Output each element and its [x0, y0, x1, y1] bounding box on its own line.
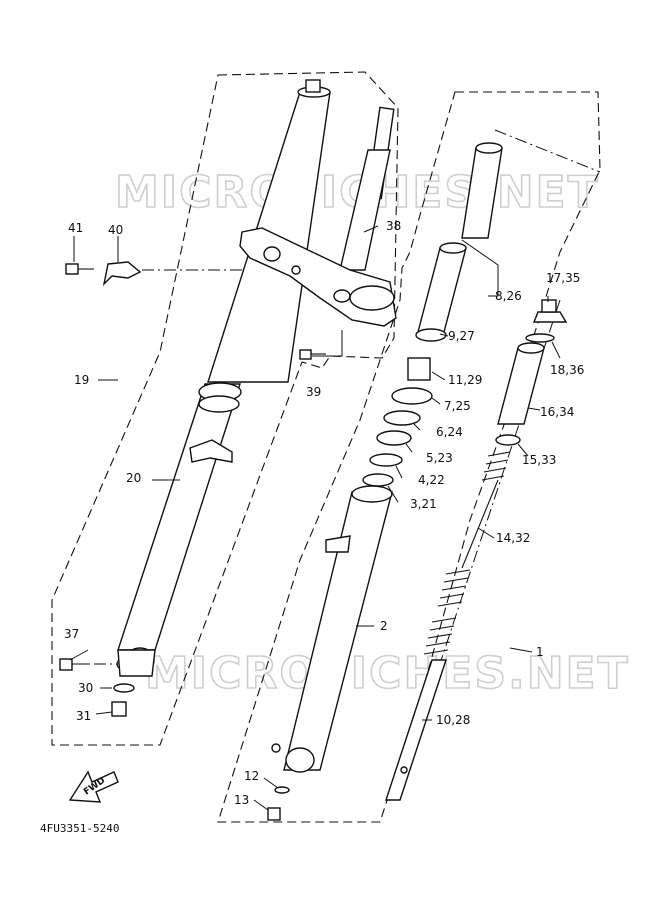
callout-39: 39 — [306, 385, 321, 399]
callout-11-29: 11,29 — [448, 373, 482, 387]
upper-tubes — [415, 142, 503, 342]
bolt-41-head — [65, 263, 79, 275]
callout-16-34: 16,34 — [540, 405, 574, 419]
bolt-37-head — [59, 658, 73, 671]
bolt-31-head — [111, 701, 127, 717]
fork-tube-8-26-top — [475, 142, 503, 154]
seal-stack — [362, 357, 433, 487]
cap-bolt-17-35-hex — [541, 299, 557, 313]
spring-upper-coils — [481, 451, 511, 481]
right-assembly-boundary — [217, 91, 601, 823]
washer-30 — [113, 683, 135, 693]
steering-stem — [339, 149, 391, 271]
callout-40: 40 — [108, 223, 123, 237]
callout-7-25: 7,25 — [444, 399, 471, 413]
callout-19: 19 — [74, 373, 89, 387]
callout-4-22: 4,22 — [418, 473, 445, 487]
o-ring-18-36 — [525, 333, 555, 343]
outer-tube-dust-seal — [198, 395, 240, 413]
left-assembly-boundary — [51, 71, 399, 746]
slide-bushing-11-29 — [407, 357, 431, 381]
damper-rod-body — [385, 659, 447, 801]
drain-hardware — [267, 786, 290, 821]
washer-12 — [274, 786, 290, 794]
washer-15-33 — [495, 434, 521, 446]
callout-9-27: 9,27 — [448, 329, 475, 343]
cable-guide-group — [65, 261, 142, 287]
outer-tube-bottom — [117, 649, 156, 677]
dust-seal-4-22 — [369, 453, 403, 467]
callout-31: 31 — [76, 709, 91, 723]
fwd-arrow-icon: FWD — [68, 770, 119, 803]
outer-tube-2-hole — [271, 743, 281, 753]
oil-seal-7-25 — [391, 387, 433, 405]
callout-38: 38 — [386, 219, 401, 233]
callout-6-24: 6,24 — [436, 425, 463, 439]
callout-37: 37 — [64, 627, 79, 641]
spacer-16-34 — [497, 347, 545, 425]
clip-5-23 — [376, 430, 412, 446]
outer-tube — [117, 383, 241, 651]
spring-lower-coils — [437, 569, 471, 607]
spring-rod — [461, 479, 499, 569]
callout-12: 12 — [244, 769, 259, 783]
under-bracket-stem-bore — [349, 285, 395, 311]
under-bracket-clamp-bolt — [333, 289, 351, 303]
washer-6-24 — [383, 410, 421, 426]
bolt-39-head — [299, 349, 312, 360]
fork-tube-9-27-bottom — [415, 328, 447, 342]
damper-rod-10-28 — [385, 617, 457, 801]
cable-guide — [102, 261, 142, 287]
callout-30: 30 — [78, 681, 93, 695]
leader-lines — [69, 225, 561, 811]
seal-3-21 — [362, 473, 394, 487]
callout-15-33: 15,33 — [522, 453, 556, 467]
bolt-13-head — [267, 807, 281, 821]
callout-3-21: 3,21 — [410, 497, 437, 511]
spacer-16-34-top — [517, 342, 545, 354]
callout-14-32: 14,32 — [496, 531, 530, 545]
callout-13: 13 — [234, 793, 249, 807]
watermark-bottom: MICROFICHES.NET — [145, 648, 630, 699]
callout-20: 20 — [126, 471, 141, 485]
rebound-spring — [423, 617, 457, 655]
bolt-39 — [299, 349, 326, 360]
outer-tube-2-axle-boss — [285, 747, 315, 773]
callout-1: 1 — [536, 645, 544, 659]
outer-tube-2-body — [283, 491, 393, 771]
bracket-hole — [291, 265, 301, 275]
fork-tube-9-27 — [417, 247, 467, 333]
under-bracket-pinch-bolt — [263, 246, 281, 262]
callout-8-26: 8,26 — [495, 289, 522, 303]
cap-bolt-17-35 — [532, 311, 568, 323]
outer-tube-2-mouth — [351, 485, 393, 503]
under-bracket-assembly — [239, 106, 397, 327]
outer-tube-2-tab — [325, 535, 351, 553]
callout-5-23: 5,23 — [426, 451, 453, 465]
centerline-right-top — [494, 129, 601, 173]
axle-pinch-hardware — [59, 658, 135, 717]
outer-tube-2 — [271, 485, 393, 773]
callout-18-36: 18,36 — [550, 363, 584, 377]
callout-41: 41 — [68, 221, 83, 235]
fork-cap — [305, 79, 321, 93]
damper-rod-hole — [400, 766, 408, 774]
callout-10-28: 10,28 — [436, 713, 470, 727]
fork-tube-9-27-top — [439, 242, 467, 254]
spring-group — [437, 434, 521, 607]
caliper-bracket-tab — [189, 439, 233, 463]
cap-spacer-group — [497, 299, 568, 425]
diagram-code: 4FU3351-5240 — [40, 822, 119, 835]
callout-2: 2 — [380, 619, 388, 633]
callout-17-35: 17,35 — [546, 271, 580, 285]
